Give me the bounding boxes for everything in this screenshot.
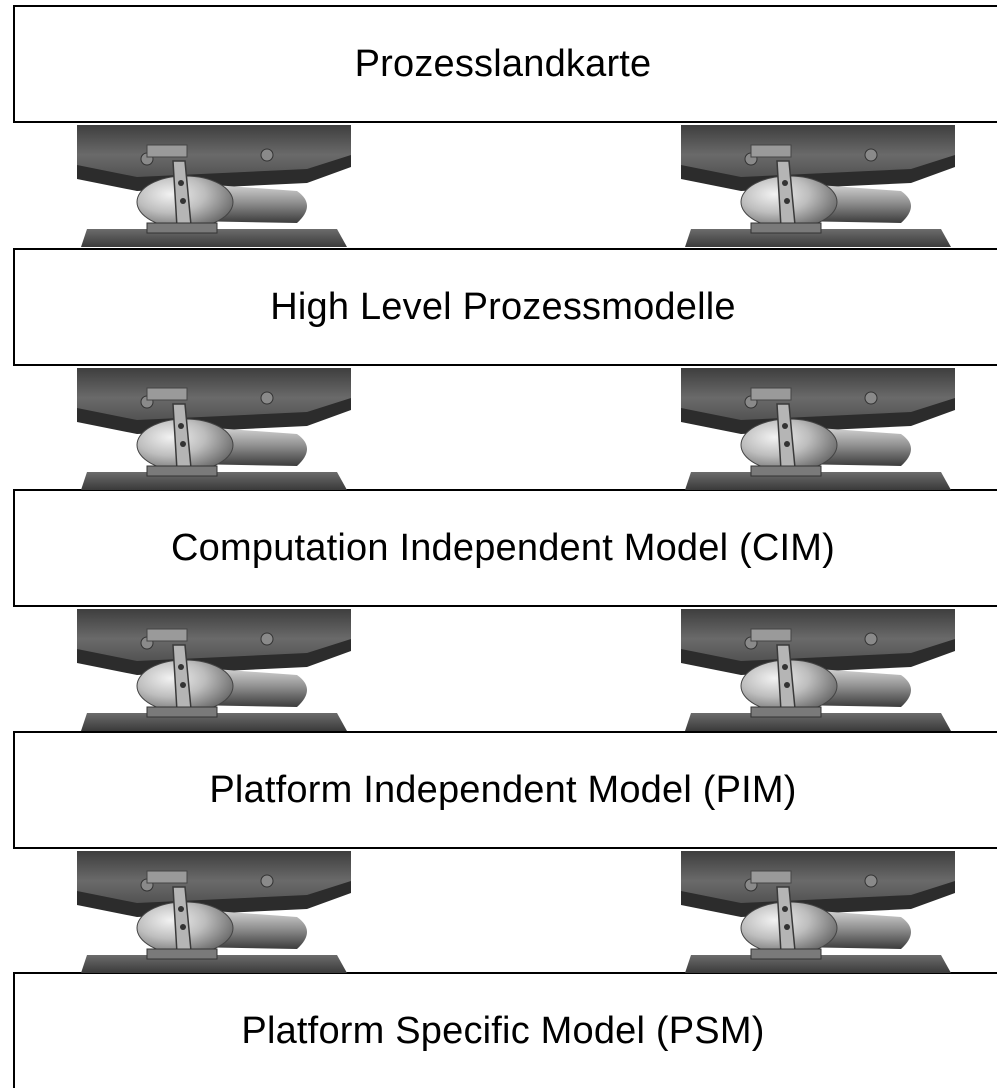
layer-label: Platform Specific Model (PSM) [241, 1009, 765, 1052]
elastomer-bearing-icon [681, 368, 955, 490]
elastomer-bearing-icon [681, 609, 955, 731]
elastomer-bearing-icon [77, 368, 351, 490]
layer-box-cim: Computation Independent Model (CIM) [13, 489, 997, 607]
elastomer-bearing-icon [77, 125, 351, 247]
elastomer-bearing-icon [681, 851, 955, 973]
layer-label: High Level Prozessmodelle [270, 285, 736, 328]
elastomer-bearing-icon [77, 609, 351, 731]
elastomer-bearing-icon [681, 125, 955, 247]
layer-box-prozesslandkarte: Prozesslandkarte [13, 5, 997, 123]
layer-label: Platform Independent Model (PIM) [209, 768, 797, 811]
layer-box-pim: Platform Independent Model (PIM) [13, 731, 997, 849]
layer-label: Prozesslandkarte [354, 42, 652, 85]
layer-label: Computation Independent Model (CIM) [171, 526, 835, 569]
layer-box-psm: Platform Specific Model (PSM) [13, 972, 997, 1088]
layer-box-high-level-prozessmodelle: High Level Prozessmodelle [13, 248, 997, 366]
elastomer-bearing-icon [77, 851, 351, 973]
